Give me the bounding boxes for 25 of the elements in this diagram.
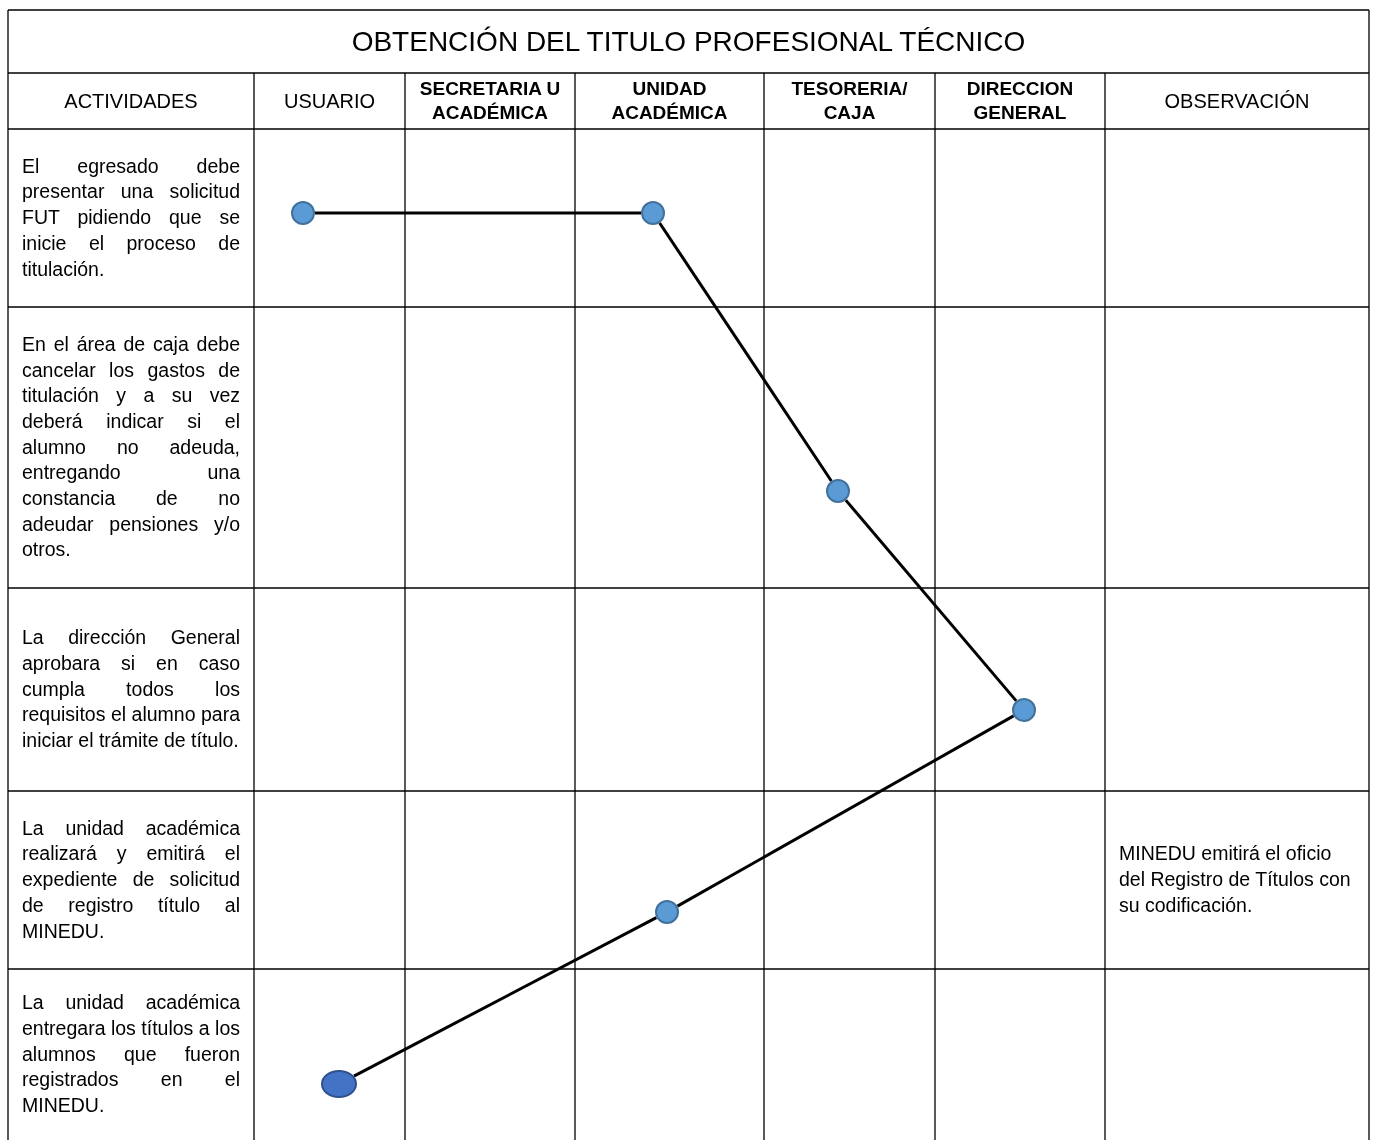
step-dot — [1012, 698, 1036, 722]
column-header: USUARIO — [282, 89, 377, 114]
activity-text: La unidad académica entregara los títulos a los alumnos que fueron registrados en el MINEDU. — [22, 990, 240, 1119]
column-header: UNIDAD ACADÉMICA — [610, 77, 729, 125]
column-header: SECRETARIA U ACADÉMICA — [418, 77, 562, 125]
column-header: TESORERIA/ CAJA — [790, 77, 909, 125]
activity-text: El egresado debe presentar una solicitud FUT pidiendo que se inicie el proceso de titulación. — [22, 153, 240, 282]
step-dot — [655, 900, 679, 924]
column-header: OBSERVACIÓN — [1163, 89, 1311, 114]
column-header: DIRECCION GENERAL — [965, 77, 1075, 125]
observation-text: MINEDU emitirá el oficio del Registro de Títulos con su codificación. — [1119, 841, 1352, 918]
connector-line — [315, 211, 641, 215]
step-dot — [826, 479, 850, 503]
activity-text: La unidad académica realizará y emitirá el expediente de solicitud de registro título al MINEDU. — [22, 815, 240, 944]
table-title: OBTENCIÓN DEL TITULO PROFESIONAL TÉCNICO — [351, 28, 1026, 55]
step-dot — [321, 1070, 357, 1098]
connector-line — [844, 499, 1018, 702]
connector-line — [676, 714, 1015, 908]
activity-text: En el área de caja debe cancelar los gastos de titulación y a su vez deberá indicar si el alumno no adeuda, entregando una constancia de no adeudar pensiones y/o otros. — [22, 331, 240, 563]
connector-line — [353, 916, 658, 1078]
connector-line — [658, 222, 833, 482]
step-dot — [291, 201, 315, 225]
step-dot — [641, 201, 665, 225]
activity-text: La dirección General aprobara si en caso cumpla todos los requisitos el alumno para iniciar el trámite de título. — [22, 625, 240, 754]
column-header: ACTIVIDADES — [63, 89, 199, 114]
